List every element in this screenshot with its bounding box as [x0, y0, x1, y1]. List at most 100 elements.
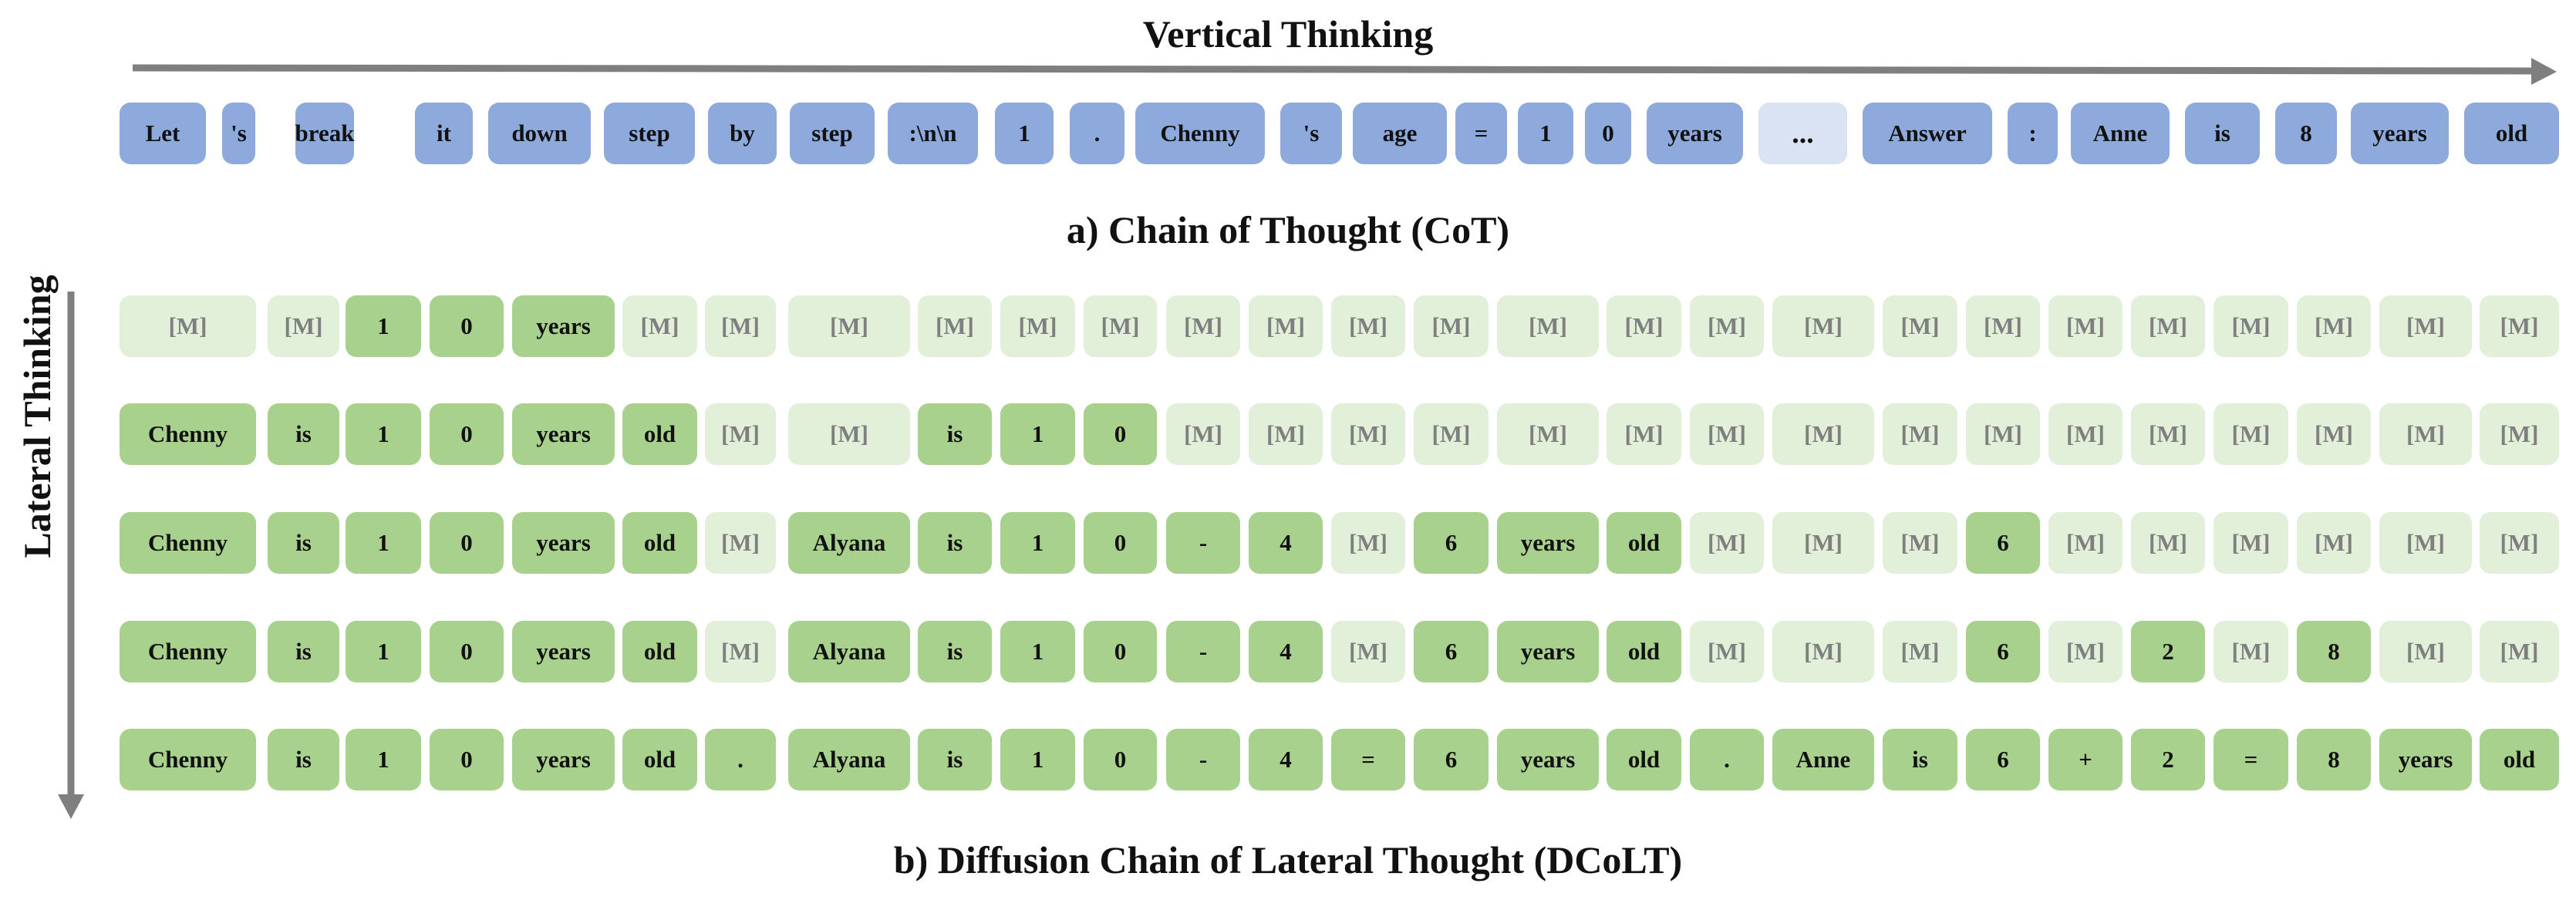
mask-token: [M]	[1331, 512, 1405, 574]
mask-token: [M]	[1414, 403, 1489, 465]
mask-token: [M]	[2297, 512, 2371, 574]
mask-token: [M]	[2214, 621, 2288, 682]
cot-token: 's	[222, 103, 255, 164]
decoded-token: Chenny	[120, 512, 256, 574]
mask-token: [M]	[705, 621, 776, 682]
decoded-token: Chenny	[120, 729, 256, 790]
mask-token: [M]	[788, 295, 910, 357]
decoded-token: .	[705, 729, 776, 790]
decoded-token: 0	[430, 729, 504, 790]
cot-token: :	[2008, 103, 2058, 164]
decoded-token: 6	[1966, 621, 2040, 682]
mask-token: [M]	[1883, 512, 1957, 574]
cot-token: years	[2351, 103, 2449, 164]
decoded-token: Alyana	[788, 729, 910, 790]
mask-token: [M]	[1084, 295, 1157, 357]
cot-ellipsis-token: ...	[1758, 103, 1847, 164]
decoded-token: is	[268, 403, 339, 465]
decoded-token: is	[918, 621, 992, 682]
mask-token: [M]	[788, 403, 910, 465]
decoded-token: 6	[1414, 512, 1489, 574]
decoded-token: old	[622, 729, 697, 790]
cot-token: 's	[1280, 103, 1342, 164]
mask-token: [M]	[1772, 621, 1874, 682]
decoded-token: 1	[346, 512, 421, 574]
decoded-token: old	[2480, 729, 2559, 790]
mask-token: [M]	[2379, 512, 2472, 574]
lateral-thinking-label: Lateral Thinking	[15, 275, 59, 558]
cot-token: break	[295, 103, 354, 164]
mask-token: [M]	[2480, 295, 2559, 357]
mask-token: [M]	[1772, 295, 1874, 357]
decoded-token: 0	[430, 621, 504, 682]
cot-token: 8	[2275, 103, 2337, 164]
decoded-token: years	[512, 621, 615, 682]
cot-token: it	[415, 103, 473, 164]
vertical-thinking-label: Vertical Thinking	[1142, 12, 1434, 56]
decoded-token: old	[1607, 621, 1681, 682]
decoded-token: 6	[1966, 512, 2040, 574]
decoded-token: is	[918, 512, 992, 574]
cot-token: is	[2185, 103, 2260, 164]
mask-token: [M]	[1772, 403, 1874, 465]
cot-token: 1	[995, 103, 1054, 164]
cot-token: Anne	[2071, 103, 2170, 164]
mask-token: [M]	[2048, 512, 2123, 574]
mask-token: [M]	[622, 295, 697, 357]
mask-token: [M]	[2379, 295, 2472, 357]
mask-token: [M]	[2048, 295, 2123, 357]
mask-token: [M]	[1966, 403, 2040, 465]
cot-token: down	[488, 103, 591, 164]
mask-token: [M]	[1249, 295, 1323, 357]
decoded-token: 1	[346, 295, 421, 357]
decoded-token: is	[268, 729, 339, 790]
decoded-token: -	[1166, 621, 1240, 682]
cot-token: age	[1353, 103, 1447, 164]
cot-token: step	[604, 103, 695, 164]
decoded-token: is	[268, 512, 339, 574]
mask-token: [M]	[1331, 403, 1405, 465]
decoded-token: old	[1607, 729, 1681, 790]
mask-token: [M]	[2048, 621, 2123, 682]
decoded-token: 8	[2297, 621, 2371, 682]
decoded-token: years	[512, 403, 615, 465]
decoded-token: 1	[1000, 512, 1075, 574]
mask-token: [M]	[2214, 403, 2288, 465]
decoded-token: 1	[346, 403, 421, 465]
decoded-token: years	[512, 729, 615, 790]
decoded-token: old	[622, 512, 697, 574]
decoded-token: years	[2379, 729, 2472, 790]
mask-token: [M]	[2379, 403, 2472, 465]
mask-token: [M]	[2214, 295, 2288, 357]
mask-token: [M]	[705, 403, 776, 465]
vertical-thinking-arrow	[132, 58, 2557, 85]
mask-token: [M]	[2131, 403, 2205, 465]
decoded-token: years	[1497, 512, 1599, 574]
decoded-token: 8	[2297, 729, 2371, 790]
mask-token: [M]	[1497, 403, 1599, 465]
mask-token: [M]	[1966, 295, 2040, 357]
decoded-token: is	[918, 729, 992, 790]
mask-token: [M]	[2480, 403, 2559, 465]
decoded-token: old	[622, 621, 697, 682]
decoded-token: Alyana	[788, 512, 910, 574]
cot-caption: a) Chain of Thought (CoT)	[1066, 208, 1510, 251]
mask-token: [M]	[1414, 295, 1489, 357]
cot-token: years	[1647, 103, 1743, 164]
mask-token: [M]	[1883, 403, 1957, 465]
cot-token: :\n\n	[888, 103, 978, 164]
mask-token: [M]	[2048, 403, 2123, 465]
decoded-token: 6	[1966, 729, 2040, 790]
decoded-token: 1	[1000, 621, 1075, 682]
decoded-token: 1	[346, 621, 421, 682]
cot-token: 0	[1585, 103, 1631, 164]
decoded-token: years	[1497, 621, 1599, 682]
decoded-token: 0	[1084, 403, 1157, 465]
decoded-token: -	[1166, 729, 1240, 790]
mask-token: [M]	[1690, 512, 1764, 574]
mask-token: [M]	[1690, 621, 1764, 682]
cot-token: Let	[120, 103, 206, 164]
decoded-token: 0	[1084, 729, 1157, 790]
mask-token: [M]	[1497, 295, 1599, 357]
mask-token: [M]	[1249, 403, 1323, 465]
